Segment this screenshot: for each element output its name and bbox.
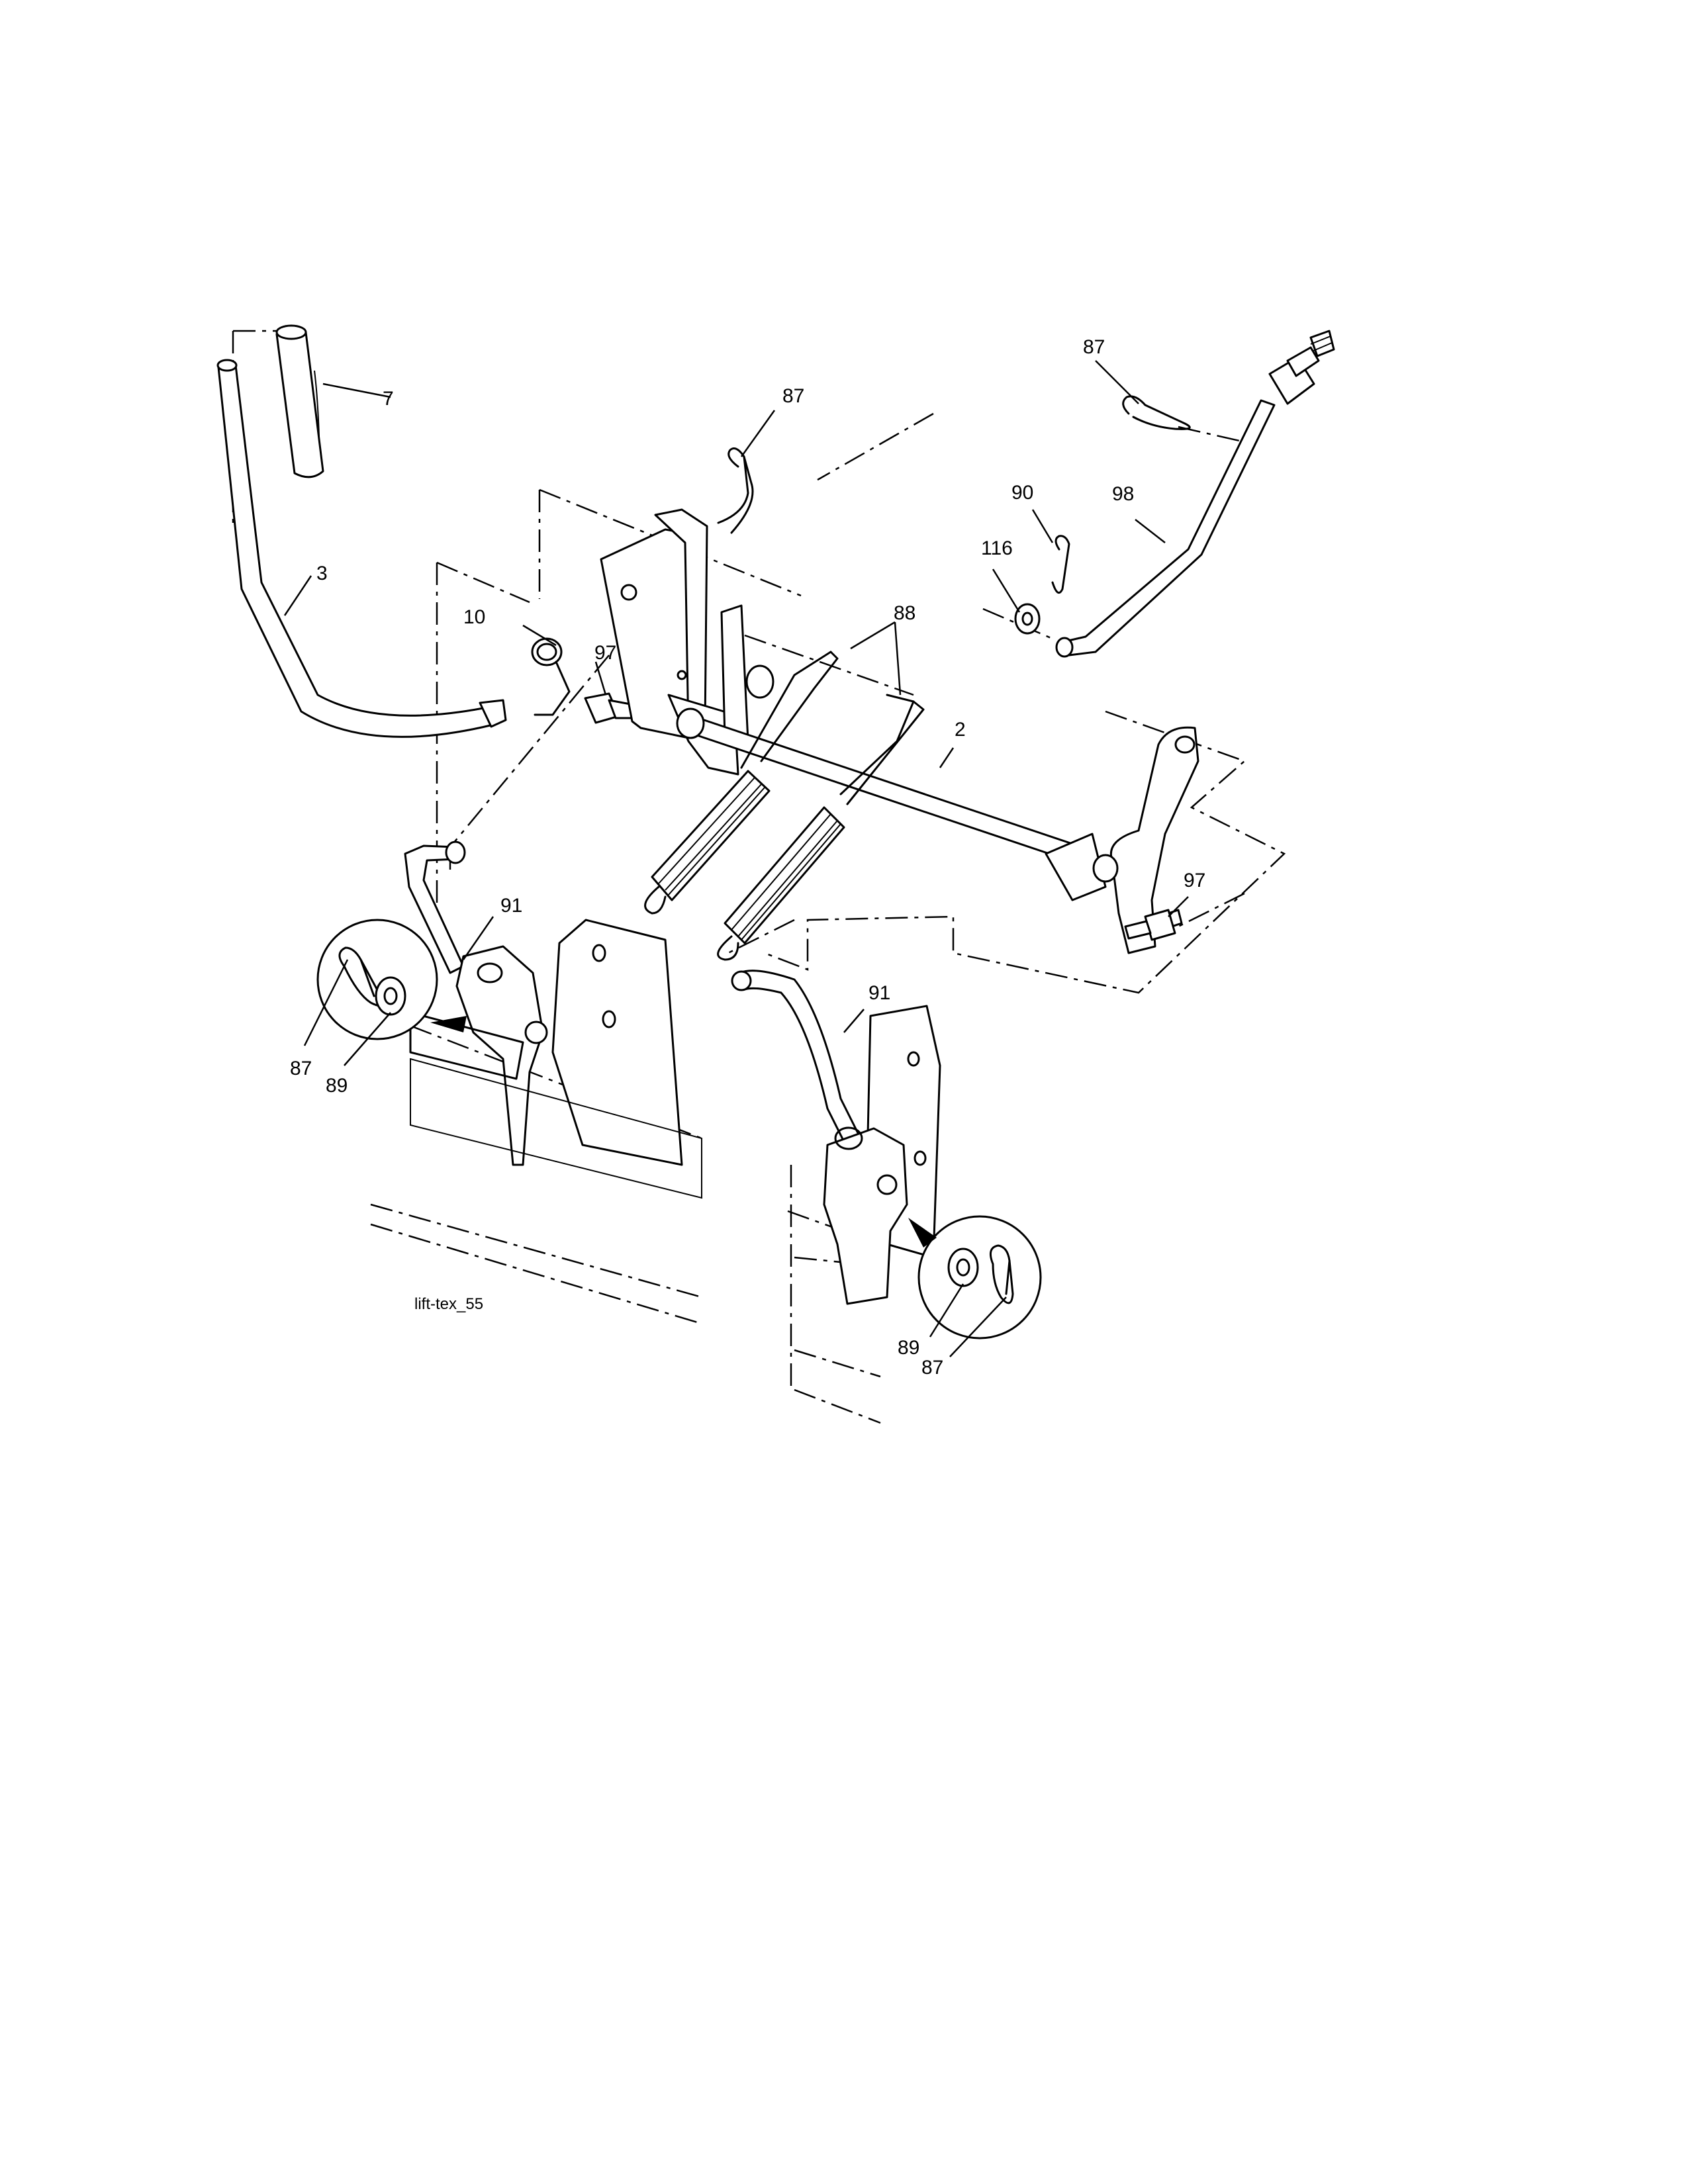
coil-spring-right (717, 806, 845, 961)
callout-87-right-detail: 87 (921, 1357, 943, 1379)
callout-89-left-detail: 89 (326, 1075, 348, 1097)
extension-springs-part-88 (644, 651, 925, 961)
callout-labels: 7 3 87 10 97 88 2 87 90 98 116 97 91 87 … (290, 336, 1205, 1379)
callout-90: 90 (1011, 482, 1033, 504)
callout-98: 98 (1112, 483, 1134, 505)
leader-lines (283, 360, 1189, 1357)
callout-87-left-detail: 87 (290, 1058, 312, 1079)
callout-91-left: 91 (500, 895, 522, 917)
right-pivot-bracket (1045, 726, 1199, 954)
detail-circle-right (908, 1215, 1042, 1340)
reference-lines (232, 330, 1286, 1424)
spring-part-10 (531, 637, 571, 716)
hairpin-clip-part-87-upper-right (1122, 395, 1191, 430)
bolt-part-97-right (1124, 909, 1176, 941)
callout-87-top: 87 (782, 385, 804, 407)
lift-link-part-91-right (731, 970, 862, 1150)
callout-91-right: 91 (868, 982, 890, 1004)
grip-part-7 (275, 324, 324, 478)
left-hanger-bracket (409, 919, 702, 1199)
lift-link-part-91-left (404, 841, 466, 974)
callout-88: 88 (894, 602, 915, 624)
detail-circle-left (316, 919, 467, 1040)
callout-2: 2 (955, 719, 966, 741)
lift-handle-part-3 (216, 359, 507, 738)
right-hanger-bracket (823, 1005, 941, 1305)
bolt-part-97-left (584, 692, 637, 724)
clip-part-90 (1051, 535, 1070, 594)
callout-89-right-detail: 89 (898, 1337, 919, 1359)
hairpin-clip-part-87-top (717, 447, 754, 534)
callout-97-left: 97 (594, 642, 616, 664)
callout-87-upper-right: 87 (1083, 336, 1105, 358)
callout-3: 3 (316, 563, 328, 584)
callout-7: 7 (383, 388, 394, 410)
callout-116: 116 (981, 537, 1013, 559)
washer-part-116 (1014, 603, 1041, 635)
lift-rod-part-98 (1055, 330, 1335, 658)
coil-spring-left (644, 770, 771, 915)
callout-97-right: 97 (1184, 870, 1205, 891)
figure-id: lift-tex_55 (414, 1295, 483, 1313)
callout-10: 10 (463, 606, 485, 628)
